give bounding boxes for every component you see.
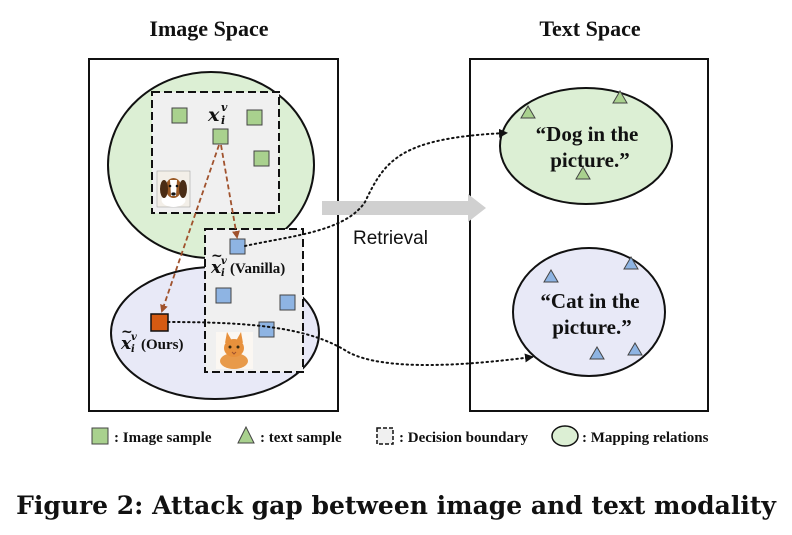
- figure-caption: Figure 2: Attack gap between image and t…: [16, 491, 777, 520]
- legend-ellipse-icon: [551, 425, 579, 447]
- ours-label-x: x: [120, 334, 132, 354]
- legend-mapping-relations: : Mapping relations: [582, 430, 709, 446]
- text-sample: [589, 346, 605, 360]
- image-sample: [258, 321, 275, 338]
- ours-adversarial-sample: [150, 313, 169, 332]
- vanilla-retrieval-path: [244, 128, 508, 247]
- image-sample: [253, 150, 270, 167]
- vanilla-label-text: (Vanilla): [230, 261, 285, 277]
- target-label-x: x: [207, 104, 220, 126]
- text-sample: [623, 256, 639, 270]
- target-label-sup: v: [221, 101, 228, 114]
- perturbation-arrow-ours: [160, 144, 220, 313]
- ours-retrieval-path: [167, 321, 534, 366]
- target-label-sub: i: [221, 114, 225, 127]
- svg-text:~: ~: [211, 248, 223, 264]
- retrieval-label: Retrieval: [353, 228, 428, 249]
- cat-caption-line1: “Cat in the: [540, 289, 639, 313]
- cat-image: [216, 332, 253, 369]
- vanilla-label-sub: i: [221, 268, 225, 279]
- vanilla-label: ~ x v i (Vanilla): [210, 248, 285, 279]
- image-sample: [246, 109, 263, 126]
- legend-dashed-box-icon: [376, 427, 394, 445]
- text-sample: [520, 105, 536, 119]
- legend-image-sample: : Image sample: [114, 430, 212, 446]
- image-space-title: Image Space: [149, 16, 268, 41]
- vanilla-adversarial-sample: [229, 238, 246, 255]
- image-space-panel: [88, 58, 339, 412]
- legend-text-sample: : text sample: [260, 430, 342, 446]
- text-space-title: Text Space: [539, 16, 640, 41]
- text-sample: [575, 166, 591, 180]
- vanilla-label-sup: v: [221, 256, 227, 267]
- image-sample: [171, 107, 188, 124]
- image-sample-target: [212, 128, 229, 145]
- svg-text:~: ~: [121, 324, 133, 340]
- text-sample: [627, 342, 643, 356]
- target-label: x v i: [207, 101, 228, 127]
- text-space-panel: [469, 58, 709, 412]
- image-sample: [215, 287, 232, 304]
- ours-label-text: (Ours): [141, 337, 184, 353]
- legend-triangle-icon: [237, 425, 255, 444]
- legend-square-icon: [91, 427, 109, 445]
- dog-caption-line1: “Dog in the: [536, 122, 639, 146]
- retrieval-arrow: [322, 194, 486, 222]
- image-sample: [279, 294, 296, 311]
- dog-caption-line2: picture.”: [550, 148, 630, 172]
- ours-label: ~ x v i (Ours): [120, 324, 184, 355]
- ours-label-sup: v: [131, 332, 137, 343]
- text-sample: [543, 269, 559, 283]
- legend: : Image sample : text sample : Decision …: [91, 425, 709, 447]
- cat-caption-line2: picture.”: [552, 315, 632, 339]
- dog-image: [156, 170, 191, 208]
- ours-label-sub: i: [131, 344, 135, 355]
- text-sample: [612, 90, 628, 104]
- legend-decision-boundary: : Decision boundary: [399, 430, 529, 446]
- dog-text-ellipse: [499, 87, 673, 205]
- vanilla-label-x: x: [210, 258, 222, 278]
